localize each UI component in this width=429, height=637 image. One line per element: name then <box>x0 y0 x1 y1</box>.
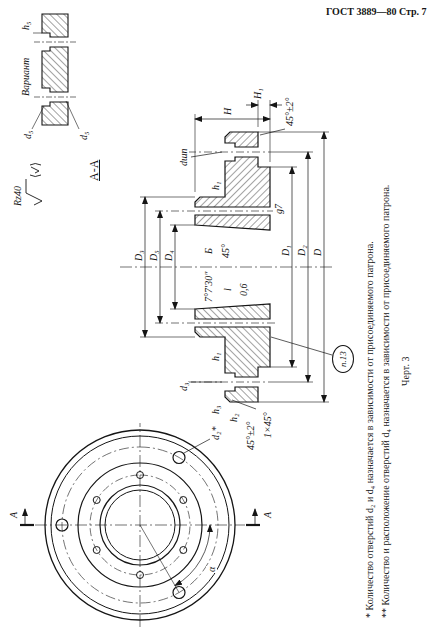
dimension-label: h₅ <box>20 21 31 31</box>
dimension-label: 0,6 <box>238 283 249 298</box>
dimension-label: 1×45° <box>262 411 273 439</box>
note-text: ** Количество и расположение отверстий d… <box>380 184 391 619</box>
dimension-label: 45° <box>220 243 231 259</box>
dimension-label: D <box>312 248 323 257</box>
dimension-label: d₃ <box>178 382 189 392</box>
dimension-label: D₅ <box>148 249 159 262</box>
page-header: ГОСТ 3889—80 Стр. 7 <box>325 6 428 17</box>
dimension-label: g7 <box>273 203 284 215</box>
dimension-label: А <box>262 511 273 519</box>
dimension-label: D₂ <box>296 244 307 257</box>
dimension-label: D₃ <box>133 249 144 262</box>
dimension-label: h₃ <box>210 405 221 415</box>
dimension-label: 45°±2° <box>245 421 256 452</box>
reference-circle: п.13 <box>332 345 354 373</box>
dimension-label: D₄ <box>163 249 174 262</box>
dimension-label: D₁ <box>280 244 291 257</box>
variant-view <box>32 14 79 129</box>
dimension-label: l <box>222 287 233 292</box>
plan-view <box>20 423 260 627</box>
roughness-sign <box>26 164 42 206</box>
note-text: * Количество отверстий d₂ и d₄ назначает… <box>364 240 375 619</box>
dimension-label: А-А <box>88 159 101 182</box>
dimension-label: Б <box>203 247 214 255</box>
reference-text: п.13 <box>338 351 348 367</box>
dimension-label: d₅ <box>78 131 89 141</box>
dimension-label: А <box>8 511 19 519</box>
dimension-label: Вариант <box>20 57 31 97</box>
dimension-label: H <box>222 107 233 116</box>
dimension-label: H₁ <box>252 87 263 100</box>
dimension-label: Rz40 <box>12 185 23 207</box>
section-view <box>120 100 335 409</box>
dimension-label: h₂ <box>228 413 239 423</box>
dimension-label: 45°±2° <box>284 97 295 128</box>
dimension-label: d₅ <box>22 130 33 140</box>
dimension-label: 7°7′30″ <box>203 271 214 303</box>
dimension-label: dшп <box>178 147 189 167</box>
note-text: Черт. 3 <box>400 356 411 387</box>
dimension-label: h₁ <box>210 181 221 191</box>
dimension-label: d₂* <box>210 426 221 441</box>
dimension-label: α <box>206 566 217 573</box>
dimension-label: h₁ <box>210 352 221 362</box>
